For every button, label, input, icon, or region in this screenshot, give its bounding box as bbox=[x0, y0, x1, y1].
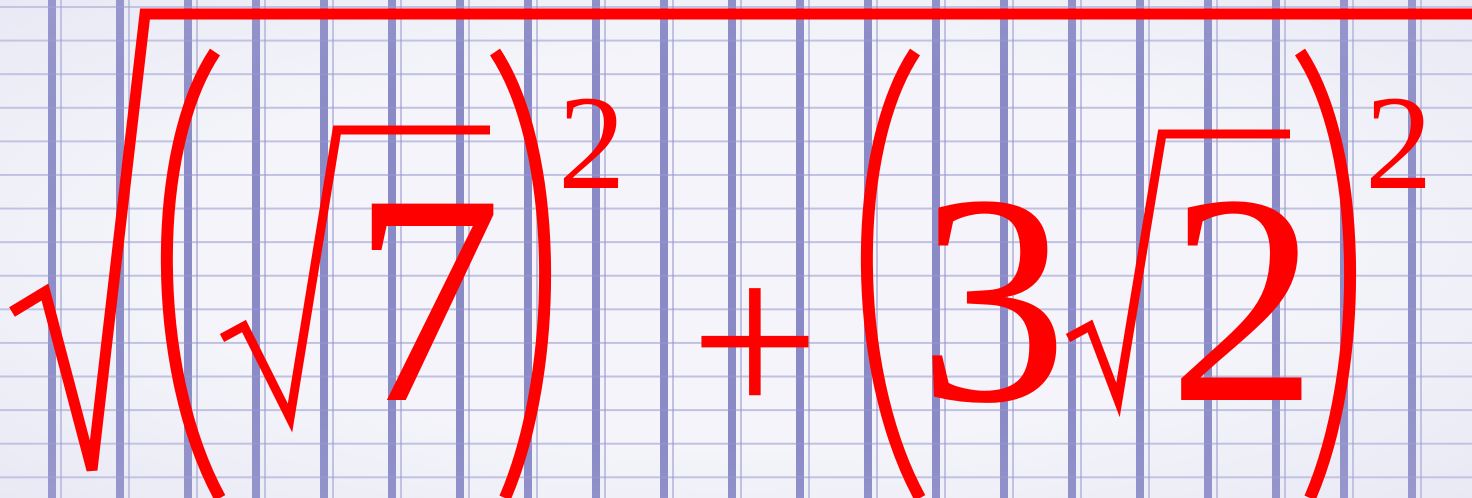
plus-operator: + bbox=[690, 213, 820, 468]
radicand-1: 7 bbox=[352, 133, 502, 465]
exponent-2: 2 bbox=[1365, 69, 1433, 218]
right-paren-1 bbox=[489, 48, 551, 498]
right-paren-2 bbox=[1294, 48, 1356, 498]
radicand-2: 2 bbox=[1168, 133, 1318, 465]
coefficient: 3 bbox=[918, 133, 1068, 465]
inner-radical-sign-2 bbox=[1065, 129, 1290, 418]
exponent-1: 2 bbox=[558, 69, 626, 218]
inner-radical-sign-1 bbox=[219, 125, 490, 433]
left-paren-2 bbox=[860, 48, 926, 498]
outer-radical-sign bbox=[9, 8, 1472, 472]
left-paren-1 bbox=[160, 48, 226, 498]
